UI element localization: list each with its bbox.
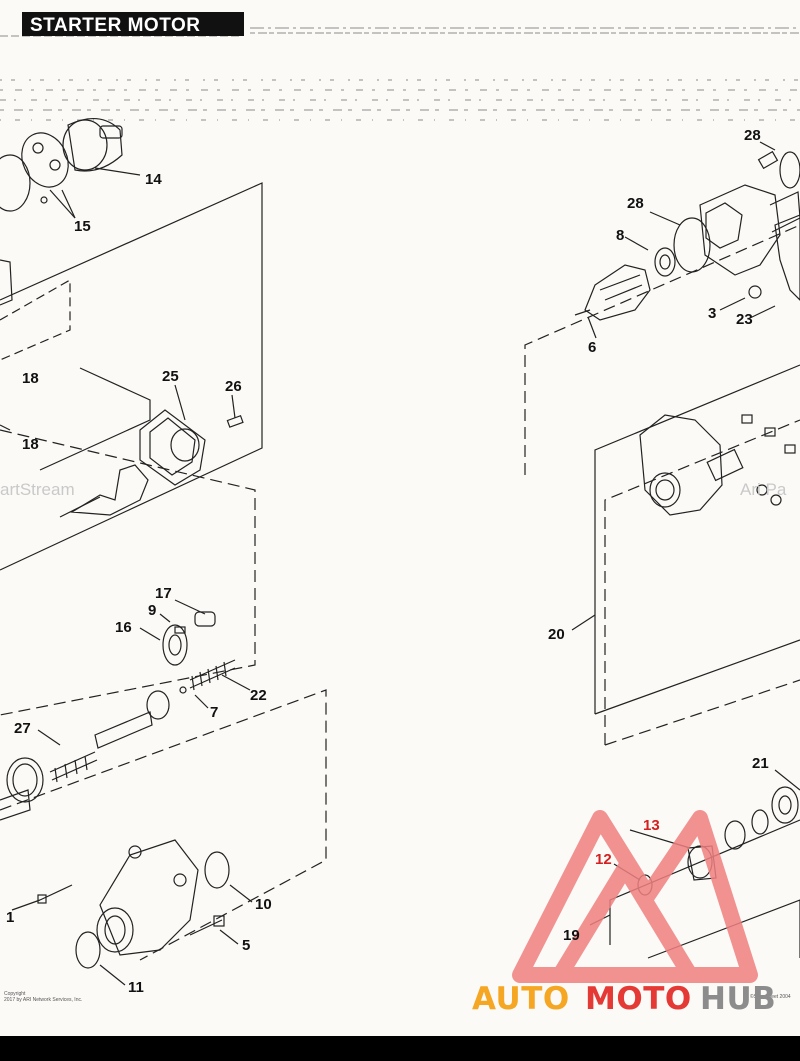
- callout-6: 6: [588, 339, 597, 356]
- copyright-line-2: 2017 by ARI Network Services, Inc.: [4, 997, 83, 1003]
- watermark-left: artStream: [0, 480, 75, 499]
- callout-28-mid: 28: [627, 195, 644, 212]
- callout-28-top: 28: [744, 127, 761, 144]
- copyright-line-1: Copyright: [4, 991, 26, 997]
- logo-auto: AUTO: [472, 981, 570, 1017]
- callout-18-upper: 18: [22, 370, 39, 387]
- callout-8: 8: [616, 227, 625, 244]
- callout-25: 25: [162, 368, 179, 385]
- callout-27: 27: [14, 720, 31, 737]
- callout-1: 1: [6, 909, 15, 926]
- callout-11: 11: [128, 979, 144, 996]
- header-noise-band: [0, 27, 800, 121]
- callout-5: 5: [242, 937, 251, 954]
- callout-9: 9: [148, 602, 157, 619]
- callout-21: 21: [752, 755, 769, 772]
- page-title: STARTER MOTOR: [22, 12, 244, 36]
- callout-16: 16: [115, 619, 132, 636]
- callout-13: 13: [643, 817, 660, 834]
- callout-7: 7: [210, 704, 219, 721]
- callout-3: 3: [708, 305, 717, 322]
- callout-12: 12: [595, 851, 612, 868]
- callout-26: 26: [225, 378, 242, 395]
- bottom-bar: [0, 1036, 800, 1061]
- callout-17: 17: [155, 585, 172, 602]
- callout-22: 22: [250, 687, 267, 704]
- logo-moto: MOTO: [585, 981, 692, 1017]
- callout-10: 10: [255, 896, 272, 913]
- callout-15: 15: [74, 218, 91, 235]
- logo-triangle-mark: [512, 810, 758, 983]
- right-footer-note: ©SpecSheet 2004: [750, 994, 791, 1000]
- callout-23: 23: [736, 311, 753, 328]
- callout-18-lower: 18: [22, 436, 39, 453]
- logo-hub: HUB: [700, 981, 777, 1017]
- callout-20: 20: [548, 626, 565, 643]
- callout-14: 14: [145, 171, 162, 188]
- callout-19: 19: [563, 927, 580, 944]
- watermark-right: Ari Pa: [740, 480, 787, 499]
